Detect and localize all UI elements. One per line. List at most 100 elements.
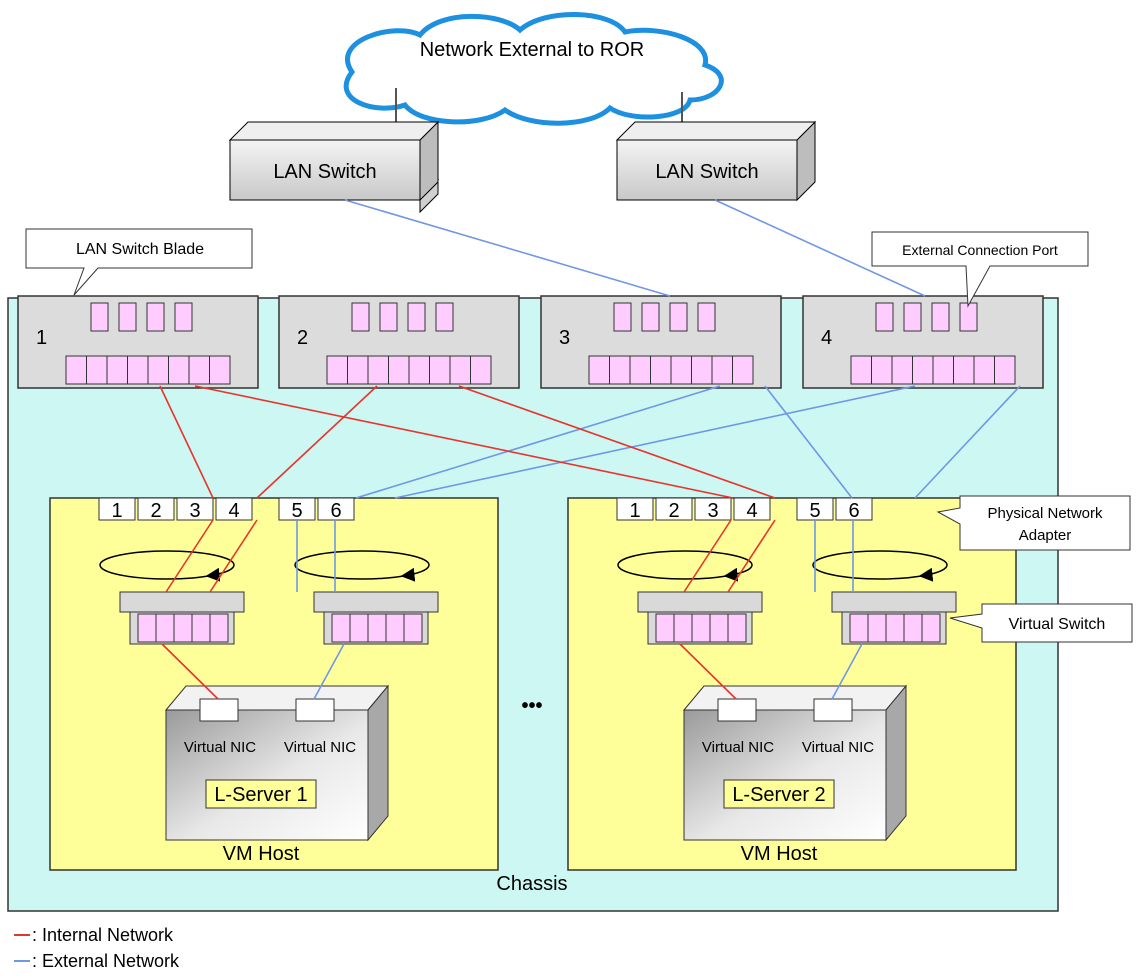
l-server-2: Virtual NIC Virtual NIC L-Server 2 bbox=[682, 684, 908, 842]
callout-physical-network-adapter: Physical Network Adapter bbox=[936, 495, 1131, 551]
physical-adapter-5: 5 bbox=[278, 497, 316, 522]
external-port bbox=[931, 302, 950, 332]
internal-port bbox=[691, 355, 713, 385]
internal-port bbox=[188, 355, 210, 385]
internal-port bbox=[994, 355, 1016, 385]
team-arrow-icon bbox=[918, 567, 934, 582]
internal-port bbox=[629, 355, 651, 385]
internal-port bbox=[912, 355, 934, 385]
virtual-switch-1 bbox=[119, 591, 245, 645]
internal-port bbox=[106, 355, 128, 385]
virtual-nic-port bbox=[295, 698, 335, 722]
internal-port bbox=[127, 355, 149, 385]
adapter-number: 3 bbox=[707, 500, 718, 522]
l-server-label: L-Server 2 bbox=[732, 784, 825, 806]
lan-switch-label-1: LAN Switch bbox=[273, 161, 376, 183]
callout-lan-switch-blade: LAN Switch Blade bbox=[25, 228, 253, 296]
virtual-switch-port bbox=[849, 613, 869, 643]
internal-port bbox=[347, 355, 369, 385]
external-port bbox=[90, 302, 109, 332]
virtual-switch-port bbox=[209, 613, 229, 643]
blade-number-2: 2 bbox=[297, 327, 308, 349]
team-arrow-icon bbox=[400, 567, 416, 582]
virtual-switch-2 bbox=[831, 591, 957, 645]
physical-adapter-1: 1 bbox=[98, 497, 136, 522]
nic-team-ellipse bbox=[812, 550, 948, 580]
external-port bbox=[641, 302, 660, 332]
internal-port bbox=[429, 355, 451, 385]
legend: : Internal Network : External Network bbox=[14, 925, 180, 971]
internal-port bbox=[871, 355, 893, 385]
adapter-number: 1 bbox=[111, 500, 122, 522]
internal-port bbox=[408, 355, 430, 385]
external-port bbox=[118, 302, 137, 332]
adapter-number: 5 bbox=[809, 500, 820, 522]
physical-adapter-2: 2 bbox=[655, 497, 693, 522]
external-port bbox=[174, 302, 193, 332]
virtual-switch-port bbox=[155, 613, 175, 643]
internal-port bbox=[326, 355, 348, 385]
adapter-number: 1 bbox=[629, 500, 640, 522]
callout-virtual-switch-text: Virtual Switch bbox=[1009, 616, 1106, 633]
internal-port bbox=[147, 355, 169, 385]
physical-adapter-4: 4 bbox=[215, 497, 253, 522]
external-network-link bbox=[764, 385, 853, 499]
team-arrow-icon bbox=[205, 567, 221, 582]
external-network-link bbox=[714, 199, 926, 297]
callout-physical-network-adapter-line2: Adapter bbox=[1019, 527, 1072, 544]
internal-port bbox=[670, 355, 692, 385]
physical-adapter-3: 3 bbox=[176, 497, 214, 522]
adapter-number: 5 bbox=[291, 500, 302, 522]
external-network-link bbox=[394, 385, 916, 499]
virtual-nic-port bbox=[717, 698, 757, 722]
virtual-nic-label: Virtual NIC bbox=[284, 739, 356, 756]
virtual-nic-port bbox=[813, 698, 853, 722]
internal-network-link bbox=[683, 519, 732, 593]
internal-port bbox=[168, 355, 190, 385]
external-network-link bbox=[831, 643, 863, 700]
adapter-number: 3 bbox=[189, 500, 200, 522]
external-network-cloud: Network External to ROR bbox=[343, 12, 724, 126]
adapter-number: 6 bbox=[848, 500, 859, 522]
internal-port bbox=[449, 355, 471, 385]
virtual-switch-port bbox=[385, 613, 405, 643]
physical-adapter-2: 2 bbox=[137, 497, 175, 522]
physical-adapter-1: 1 bbox=[616, 497, 654, 522]
virtual-nic-port bbox=[199, 698, 239, 722]
external-network-link bbox=[344, 199, 671, 297]
lan-switch-1: LAN Switch bbox=[228, 120, 440, 214]
nic-team-ellipse bbox=[617, 550, 753, 580]
internal-port bbox=[86, 355, 108, 385]
virtual-switch-port bbox=[903, 613, 923, 643]
internal-port bbox=[932, 355, 954, 385]
internal-network-link bbox=[679, 643, 737, 700]
lan-switch-blade-3: 3 bbox=[540, 295, 782, 389]
adapter-number: 6 bbox=[330, 500, 341, 522]
virtual-nic-label: Virtual NIC bbox=[802, 739, 874, 756]
adapter-number: 2 bbox=[668, 500, 679, 522]
callout-physical-network-adapter-line1: Physical Network bbox=[987, 505, 1103, 522]
lan-switch-2: LAN Switch bbox=[615, 120, 817, 202]
l-server-label: L-Server 1 bbox=[214, 784, 307, 806]
internal-port bbox=[388, 355, 410, 385]
external-port bbox=[669, 302, 688, 332]
virtual-nic-label: Virtual NIC bbox=[702, 739, 774, 756]
internal-network-link bbox=[256, 385, 378, 499]
virtual-switch-port bbox=[173, 613, 193, 643]
lan-switch-blade-1: 1 bbox=[17, 295, 259, 389]
chassis-label: Chassis bbox=[496, 873, 567, 895]
internal-port bbox=[65, 355, 87, 385]
lan-switch-blade-4: 4 bbox=[802, 295, 1044, 389]
physical-adapter-5: 5 bbox=[796, 497, 834, 522]
hosts-ellipsis: ••• bbox=[521, 695, 542, 717]
virtual-switch-port bbox=[885, 613, 905, 643]
callout-lan-switch-blade-text: LAN Switch Blade bbox=[76, 241, 204, 258]
vm-host-label: VM Host bbox=[223, 843, 300, 865]
external-port bbox=[613, 302, 632, 332]
external-port bbox=[697, 302, 716, 332]
virtual-switch-2 bbox=[313, 591, 439, 645]
virtual-switch-port bbox=[709, 613, 729, 643]
